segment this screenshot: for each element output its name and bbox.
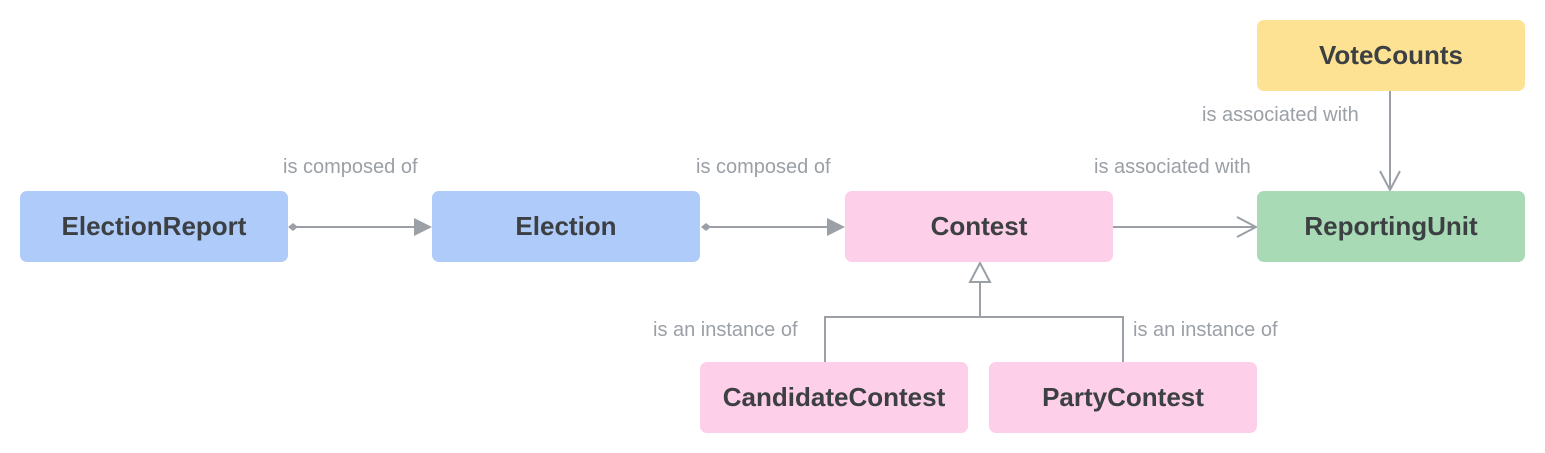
node-candidate-contest[interactable]: CandidateContest: [700, 362, 968, 433]
node-reporting-unit[interactable]: ReportingUnit: [1257, 191, 1525, 262]
node-election-report[interactable]: ElectionReport: [20, 191, 288, 262]
edge-label-votecounts-unit: is associated with: [1202, 104, 1359, 126]
node-contest[interactable]: Contest: [845, 191, 1113, 262]
edge-label-candidate-contest: is an instance of: [653, 319, 798, 341]
node-vote-counts[interactable]: VoteCounts: [1257, 20, 1525, 91]
connector-report-election: [288, 218, 432, 236]
node-election[interactable]: Election: [432, 191, 700, 262]
connector-generalization: [824, 260, 1124, 362]
connector-contest-unit: [1113, 216, 1259, 238]
edge-label-contest-unit: is associated with: [1094, 156, 1251, 178]
connector-election-contest: [701, 218, 845, 236]
edge-label-election-contest: is composed of: [696, 156, 831, 178]
node-party-contest[interactable]: PartyContest: [989, 362, 1257, 433]
edge-label-party-contest: is an instance of: [1133, 319, 1278, 341]
edge-label-report-election: is composed of: [283, 156, 418, 178]
connector-votecounts-unit: [1379, 91, 1401, 193]
